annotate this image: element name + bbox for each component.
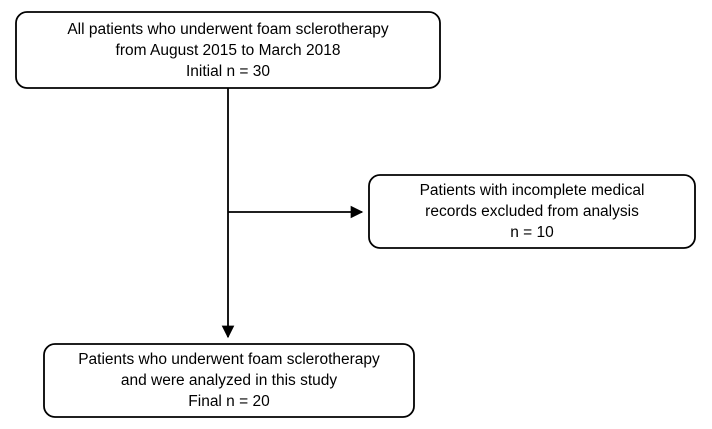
node-enrolled-line-2: from August 2015 to March 2018 (115, 41, 341, 59)
node-enrolled: All patients who underwent foam scleroth… (15, 11, 441, 89)
excluded-box-outline (368, 174, 696, 249)
node-enrolled-count: Initial n = 30 (185, 62, 271, 80)
analyzed-box-outline (43, 343, 415, 418)
node-analyzed: Patients who underwent foam sclerotherap… (43, 343, 415, 418)
node-analyzed-count: Final n = 20 (188, 393, 270, 410)
node-analyzed-line-1: Patients who underwent foam sclerotherap… (78, 351, 380, 368)
node-excluded: Patients with incomplete medical records… (368, 174, 696, 249)
node-enrolled-line-1: All patients who underwent foam scleroth… (67, 20, 389, 38)
node-excluded-line-2: records excluded from analysis (425, 203, 639, 220)
node-excluded-count: n = 10 (510, 224, 554, 241)
node-excluded-line-1: Patients with incomplete medical (419, 182, 645, 199)
node-analyzed-line-2: and were analyzed in this study (120, 372, 338, 389)
